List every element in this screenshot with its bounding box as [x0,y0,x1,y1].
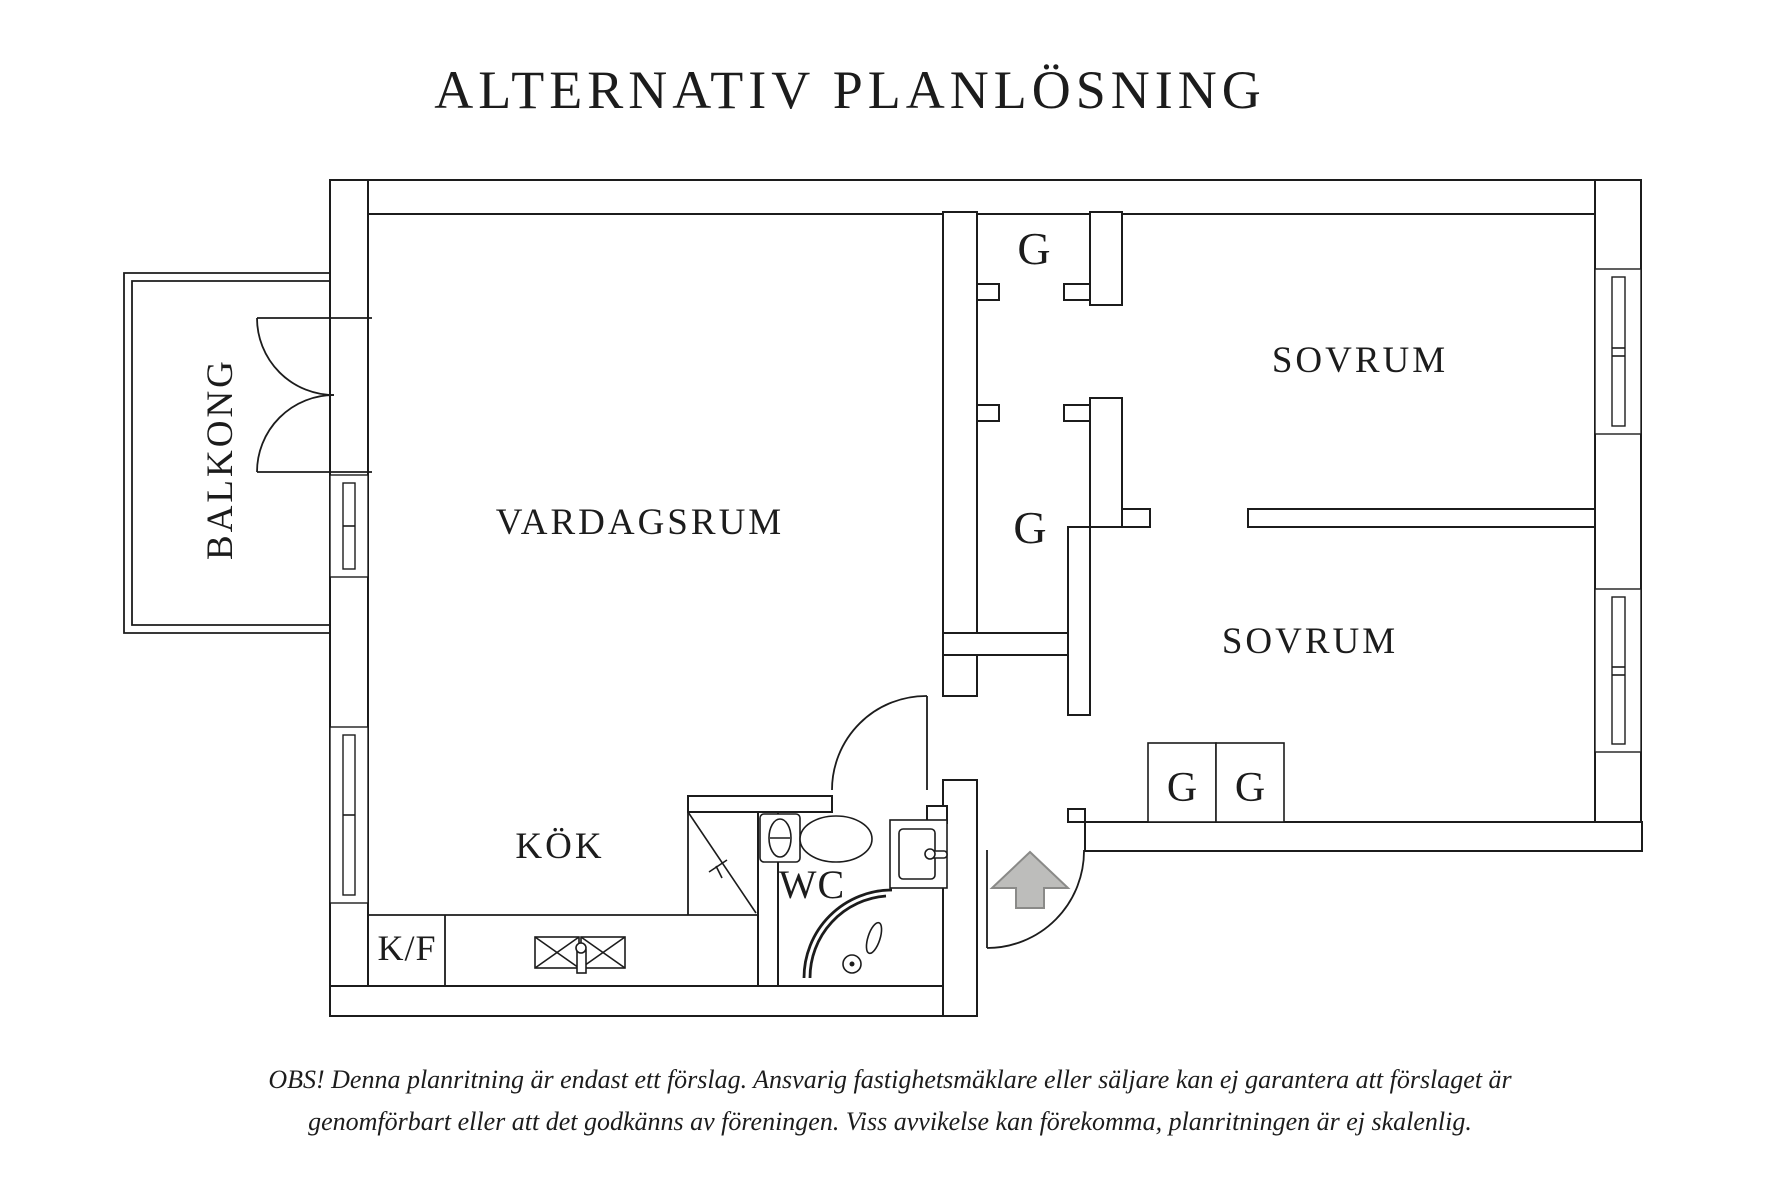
wall-closet2-stub-left [976,404,1000,422]
balcony-outer-rail [123,272,330,634]
shower-screen-inner [808,894,887,979]
counter-break-tick [708,859,728,873]
wall-entry-door-stop [1067,808,1086,823]
toilet-bowl [799,815,873,863]
wall-top [329,179,1642,215]
window-kitchen [329,726,369,904]
window-bedroom1 [1594,268,1642,435]
wall-closet1-stub-left [976,283,1000,301]
shower-handle [865,921,883,955]
shower-drain-dot [849,961,855,967]
sink-double-basin-icon [534,936,626,974]
wall-bedroom1-left-upper [1089,211,1123,306]
wardrobe-box-left [1147,742,1217,823]
label-bedroom-1: SOVRUM [1272,340,1448,381]
label-balcony: BALKONG [200,358,241,560]
wc-fixtures [759,813,948,979]
window-glass [1611,276,1626,427]
wall-wc-right [942,779,978,1017]
label-fridge-freezer: K/F [377,928,436,968]
wardrobe-box-right [1215,742,1285,823]
bedroom2-wardrobes [1147,742,1285,823]
wall-bedroom1-left-lower [1089,397,1123,528]
entrance [986,849,1085,949]
basin-cross [580,936,626,969]
wall-bedroom2-left [1067,526,1091,716]
page-title: ALTERNATIV PLANLÖSNING [434,60,1266,120]
wc-door-swing [831,695,928,791]
balcony-door-swing-bottom [256,394,335,473]
wall-closet2-bottom [942,632,1069,656]
shower-screen-outer [802,888,893,979]
balcony [123,272,330,634]
interior-walls [687,211,1596,987]
window-living-room [329,474,369,578]
label-kitchen: KÖK [515,826,604,867]
entrance-arrow-up-icon [989,850,1071,909]
shower-icon [802,888,893,979]
wall-closet1-stub-right [1063,283,1091,301]
label-wardrobe-right: G [1235,765,1265,811]
label-closet-hall-mid: G [1013,502,1046,553]
balcony-door [256,316,372,474]
disclaimer-line-1: OBS! Denna planritning är endast ett för… [268,1065,1512,1094]
wall-bedroom-divider-stub [1121,508,1151,528]
wc-door [831,695,928,791]
label-bedroom-2: SOVRUM [1222,621,1398,662]
disclaimer-line-2: genomförbart eller att det godkänns av f… [308,1107,1472,1136]
window-glass [1611,596,1626,745]
toilet-icon [759,813,873,863]
kitchen-counter [368,811,758,986]
basin-cross [534,936,580,969]
balcony-door-opening [332,316,366,474]
entry-door-swing [986,849,1085,949]
sink-faucet-knob [575,942,587,954]
wall-bottom-left-section [329,985,978,1017]
label-wardrobe-left: G [1167,765,1197,811]
wall-hall-bottom [1084,821,1643,852]
wall-closet2-stub-right [1063,404,1091,422]
counter-break-tick-2 [715,865,723,879]
wall-bedroom-divider [1247,508,1596,528]
washbasin-tap-knob [924,848,936,860]
label-living-room: VARDAGSRUM [496,502,784,543]
label-closet-hall-top: G [1017,223,1050,274]
window-bedroom2 [1594,588,1642,753]
balcony-inner-rail [131,280,330,626]
label-wc: WC [779,862,845,907]
wall-wc-top [687,795,833,813]
washbasin-icon [889,819,948,889]
exterior-walls [329,179,1643,1017]
balcony-door-swing-top [256,317,335,396]
counter-return [687,811,757,915]
wall-hall-left [942,211,978,697]
